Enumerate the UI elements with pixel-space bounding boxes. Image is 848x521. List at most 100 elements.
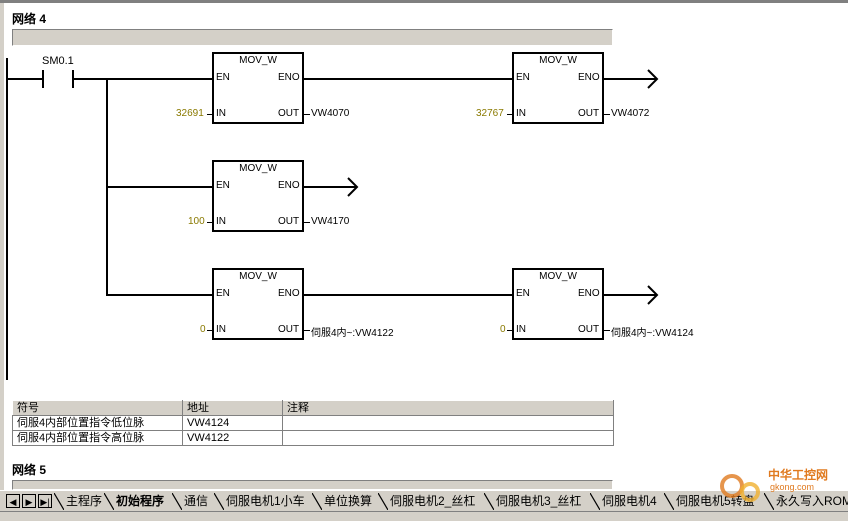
symbol-table: 符号 地址 注释 伺服4内部位置指令低位脉 VW4124 伺服4内部位置指令高位…: [12, 400, 614, 446]
in-pin-line: [207, 222, 213, 223]
tab-init-program[interactable]: 初始程序: [104, 492, 164, 510]
eno-pin: ENO: [278, 288, 300, 299]
tab-scroll-end-button[interactable]: ▶|: [38, 494, 52, 508]
watermark-subtext: gkong.com: [770, 482, 815, 492]
tab-label: 伺服电机3_丝杠: [496, 494, 582, 508]
in-pin-line: [207, 330, 213, 331]
arrow-right-icon: [647, 285, 659, 305]
out-pin-line: [304, 222, 310, 223]
symbol-cell[interactable]: 伺服4内部位置指令低位脉: [12, 415, 183, 431]
out-operand[interactable]: VW4070: [311, 108, 350, 119]
block-title: MOV_W: [539, 271, 577, 282]
branch-wire-2: [106, 186, 214, 188]
network-5-title[interactable]: 网络 5: [12, 463, 47, 477]
horizontal-scrollbar[interactable]: [0, 511, 848, 521]
out-operand[interactable]: VW4072: [611, 108, 650, 119]
column-header-address[interactable]: 地址: [182, 400, 283, 416]
contact-left-bar: [42, 70, 44, 88]
branch-wire-3: [106, 294, 214, 296]
in-operand[interactable]: 0: [500, 324, 506, 335]
in-pin: IN: [516, 324, 526, 335]
in-pin: IN: [216, 324, 226, 335]
out-pin-line: [604, 330, 610, 331]
tab-write-rom[interactable]: 永久写入ROM: [764, 492, 848, 510]
eno-pin: ENO: [278, 72, 300, 83]
symbol-table-header: 符号 地址 注释: [12, 400, 614, 416]
table-row[interactable]: 伺服4内部位置指令高位脉 VW4122: [12, 430, 614, 446]
in-operand[interactable]: 0: [200, 324, 206, 335]
mov-w-block-1[interactable]: MOV_W: [212, 52, 304, 124]
en-pin: EN: [516, 288, 530, 299]
in-operand[interactable]: 100: [188, 216, 205, 227]
watermark-logo: 中华工控网 gkong.com: [712, 462, 848, 512]
comment-cell[interactable]: [282, 415, 614, 431]
tab-label: 伺服电机1小车: [226, 494, 305, 508]
address-cell[interactable]: VW4124: [182, 415, 283, 431]
block-title: MOV_W: [239, 55, 277, 66]
rung-wire: [304, 78, 514, 80]
tab-servo-1-cart[interactable]: 伺服电机1小车: [214, 492, 305, 510]
table-row[interactable]: 伺服4内部位置指令低位脉 VW4124: [12, 415, 614, 431]
eno-wire: [604, 78, 656, 80]
power-rail: [6, 58, 8, 380]
tab-label: 主程序: [66, 494, 103, 508]
column-header-symbol[interactable]: 符号: [12, 400, 183, 416]
mov-w-block-2[interactable]: MOV_W: [512, 52, 604, 124]
tab-servo-4[interactable]: 伺服电机4: [590, 492, 657, 510]
tab-label: 伺服电机2_丝杠: [390, 494, 476, 508]
tab-unit-conversion[interactable]: 单位换算: [312, 492, 372, 510]
network-4-comment-bar[interactable]: [12, 29, 613, 46]
arrow-right-icon: [347, 177, 359, 197]
out-pin-line: [604, 114, 610, 115]
arrow-right-icon: [647, 69, 659, 89]
contact-sm0-1-label[interactable]: SM0.1: [42, 55, 74, 67]
tab-communication[interactable]: 通信: [172, 492, 208, 510]
tab-label: 伺服电机4: [602, 494, 657, 508]
window-top-border: [0, 0, 848, 3]
out-operand[interactable]: VW4170: [311, 216, 350, 227]
address-cell[interactable]: VW4122: [182, 430, 283, 446]
in-pin-line: [207, 114, 213, 115]
network-5-comment-bar[interactable]: [12, 480, 613, 490]
gear-icon: [720, 474, 760, 502]
in-pin: IN: [216, 108, 226, 119]
comment-cell[interactable]: [282, 430, 614, 446]
tab-scroll-left-button[interactable]: ◀: [6, 494, 20, 508]
block-title: MOV_W: [239, 271, 277, 282]
tab-label: 单位换算: [324, 494, 373, 508]
column-header-comment[interactable]: 注释: [282, 400, 614, 416]
eno-pin: ENO: [578, 288, 600, 299]
in-pin: IN: [516, 108, 526, 119]
eno-pin: ENO: [278, 180, 300, 191]
in-pin-line: [507, 330, 513, 331]
out-pin: OUT: [278, 108, 300, 119]
out-pin-line: [304, 330, 310, 331]
in-pin: IN: [216, 216, 226, 227]
watermark-text: 中华工控网: [768, 468, 829, 482]
tab-main-program[interactable]: 主程序: [54, 492, 102, 510]
tab-servo-2-screw[interactable]: 伺服电机2_丝杠: [378, 492, 475, 510]
in-operand[interactable]: 32691: [176, 108, 204, 119]
out-operand[interactable]: 伺服4内~:VW4124: [611, 328, 694, 339]
rung-wire: [74, 78, 214, 80]
in-operand[interactable]: 32767: [476, 108, 504, 119]
out-operand[interactable]: 伺服4内~:VW4122: [311, 328, 394, 339]
out-pin: OUT: [578, 108, 600, 119]
symbol-cell[interactable]: 伺服4内部位置指令高位脉: [12, 430, 183, 446]
mov-w-block-3[interactable]: MOV_W: [212, 160, 304, 232]
mov-w-block-4[interactable]: MOV_W: [212, 268, 304, 340]
network-4-title[interactable]: 网络 4: [12, 12, 47, 26]
tab-servo-3-screw[interactable]: 伺服电机3_丝杠: [484, 492, 581, 510]
rung-wire: [304, 294, 514, 296]
out-pin: OUT: [278, 324, 300, 335]
block-title: MOV_W: [539, 55, 577, 66]
tab-label: 通信: [184, 494, 209, 508]
eno-pin: ENO: [578, 72, 600, 83]
mov-w-block-5[interactable]: MOV_W: [512, 268, 604, 340]
tab-scroll-right-button[interactable]: ▶: [22, 494, 36, 508]
eno-wire: [604, 294, 656, 296]
in-pin-line: [507, 114, 513, 115]
out-pin-line: [304, 114, 310, 115]
en-pin: EN: [216, 180, 230, 191]
out-pin: OUT: [578, 324, 600, 335]
